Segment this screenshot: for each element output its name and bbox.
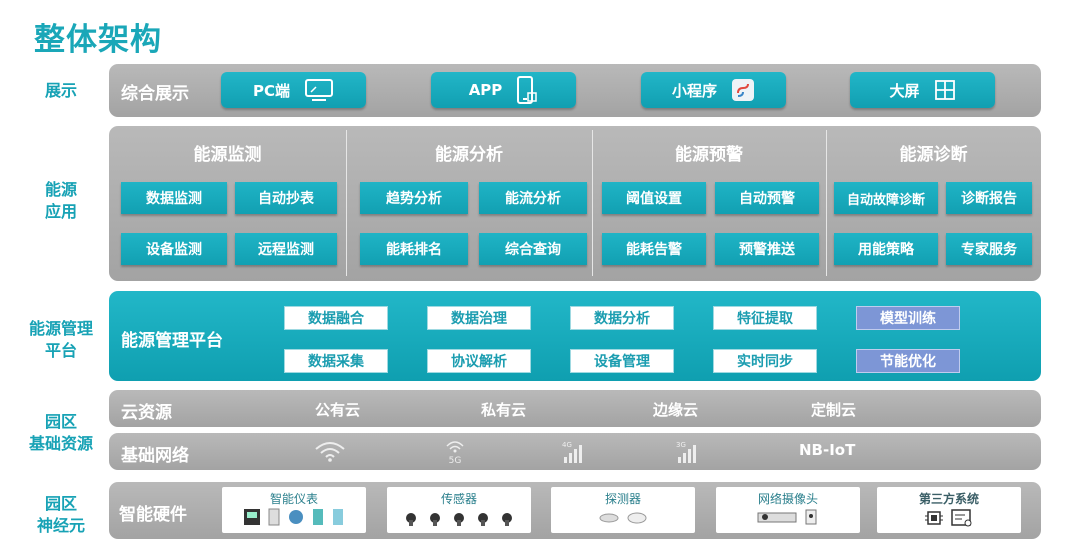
side-label-application: 能源 应用 (44, 180, 77, 221)
app-label: APP (468, 81, 503, 99)
app-item[interactable]: 阈值设置 (602, 182, 706, 214)
cloud-item: 边缘云 (653, 401, 699, 419)
app-item[interactable]: 趋势分析 (360, 182, 468, 214)
app-item[interactable]: 能耗排名 (360, 233, 468, 265)
app-item[interactable]: 自动故障诊断 (834, 182, 938, 214)
cloud-item: 定制云 (811, 401, 857, 419)
app-column-title: 能源监测 (193, 145, 262, 165)
camera-device-icons (716, 508, 860, 526)
side-label-infrastructure: 园区 基础资源 (28, 412, 93, 453)
column-divider (346, 130, 347, 276)
platform-item[interactable]: 数据治理 (427, 306, 531, 330)
hardware-card-title: 探测器 (604, 492, 641, 506)
platform-item[interactable]: 数据分析 (570, 306, 674, 330)
hardware-card-camera[interactable]: 网络摄像头 (716, 487, 860, 533)
app-button[interactable]: APP (431, 72, 576, 108)
3g-signal-icon: 3G (674, 439, 698, 469)
hardware-card-third-party[interactable]: 第三方系统 (877, 487, 1021, 533)
chip-icon (877, 508, 1021, 528)
platform-item[interactable]: 数据融合 (284, 306, 388, 330)
column-divider (826, 130, 827, 276)
hardware-card-meter[interactable]: 智能仪表 (222, 487, 366, 533)
side-label-nerve: 园区 神经元 (36, 494, 85, 535)
svg-text:5G: 5G (449, 456, 462, 465)
platform-item[interactable]: 实时同步 (713, 349, 817, 373)
app-item[interactable]: 专家服务 (946, 233, 1032, 265)
app-column-diagnosis: 能源诊断 自动故障诊断 诊断报告 用能策略 专家服务 (826, 126, 1041, 280)
app-column-title: 能源诊断 (899, 145, 968, 165)
cloud-band-label: 云资源 (121, 403, 172, 423)
platform-item[interactable]: 特征提取 (713, 306, 817, 330)
wifi-icon (314, 441, 346, 467)
cloud-band: 云资源 公有云 私有云 边缘云 定制云 (109, 390, 1041, 427)
network-band: 基础网络 5G 4G 3G NB-IoT (109, 433, 1041, 470)
hardware-card-title: 网络摄像头 (757, 492, 818, 506)
app-column-warning: 能源预警 阈值设置 自动预警 能耗告警 预警推送 (592, 126, 826, 280)
platform-item[interactable]: 数据采集 (284, 349, 388, 373)
app-item[interactable]: 能耗告警 (602, 233, 706, 265)
app-item[interactable]: 远程监测 (235, 233, 337, 265)
mini-program-label: 小程序 (671, 81, 717, 100)
app-column-analysis: 能源分析 趋势分析 能流分析 能耗排名 综合查询 (346, 126, 592, 280)
hardware-card-title: 传感器 (440, 492, 477, 506)
column-divider (592, 130, 593, 276)
platform-item-highlighted[interactable]: 节能优化 (856, 349, 960, 373)
hardware-band: 智能硬件 智能仪表 传感器 探测器 网络摄像头 (109, 482, 1041, 539)
hardware-card-title: 第三方系统 (918, 492, 979, 506)
cloud-item: 公有云 (315, 401, 361, 419)
big-screen-button[interactable]: 大屏 (850, 72, 995, 108)
5g-icon: 5G (443, 437, 467, 469)
network-band-label: 基础网络 (121, 446, 189, 466)
app-column-monitoring: 能源监测 数据监测 自动抄表 设备监测 远程监测 (109, 126, 346, 280)
side-label-platform: 能源管理 平台 (28, 319, 93, 360)
hardware-card-sensor[interactable]: 传感器 (387, 487, 531, 533)
pc-button[interactable]: PC端 (221, 72, 366, 108)
page-title: 整体架构 (34, 22, 162, 58)
hardware-card-title: 智能仪表 (269, 492, 318, 506)
cloud-item: 私有云 (481, 401, 527, 419)
big-screen-label: 大屏 (889, 81, 920, 100)
app-item[interactable]: 设备监测 (121, 233, 227, 265)
platform-band-label: 能源管理平台 (121, 331, 223, 351)
application-band: 能源监测 数据监测 自动抄表 设备监测 远程监测 能源分析 趋势分析 能流分析 … (109, 126, 1041, 281)
svg-text:4G: 4G (562, 441, 572, 449)
app-item[interactable]: 数据监测 (121, 182, 227, 214)
display-band-label: 综合展示 (121, 84, 189, 104)
monitor-icon (304, 78, 334, 102)
pc-label: PC端 (252, 81, 290, 100)
app-column-title: 能源分析 (435, 145, 503, 165)
app-item[interactable]: 预警推送 (715, 233, 819, 265)
hardware-band-label: 智能硬件 (119, 505, 187, 525)
grid-screen-icon (934, 79, 956, 101)
meter-device-icons (222, 508, 366, 526)
4g-signal-icon: 4G (560, 439, 584, 469)
hardware-card-detector[interactable]: 探测器 (551, 487, 695, 533)
app-item[interactable]: 综合查询 (479, 233, 587, 265)
app-item[interactable]: 诊断报告 (946, 182, 1032, 214)
sensor-device-icons (387, 508, 531, 526)
side-label-display: 展示 (44, 81, 77, 100)
mini-program-icon (731, 78, 755, 102)
platform-item[interactable]: 设备管理 (570, 349, 674, 373)
nb-iot-label: NB-IoT (799, 441, 856, 459)
app-item[interactable]: 自动抄表 (235, 182, 337, 214)
mobile-phone-icon (516, 75, 538, 105)
app-item[interactable]: 自动预警 (715, 182, 819, 214)
platform-item[interactable]: 协议解析 (427, 349, 531, 373)
mini-program-button[interactable]: 小程序 (641, 72, 786, 108)
svg-text:3G: 3G (676, 441, 686, 449)
app-item[interactable]: 能流分析 (479, 182, 587, 214)
app-item[interactable]: 用能策略 (834, 233, 938, 265)
display-band: 综合展示 PC端 APP 小程序 大屏 (109, 64, 1041, 117)
platform-item-highlighted[interactable]: 模型训练 (856, 306, 960, 330)
detector-device-icons (551, 508, 695, 526)
platform-band: 能源管理平台 数据融合 数据治理 数据分析 特征提取 模型训练 数据采集 协议解… (109, 291, 1041, 381)
app-column-title: 能源预警 (675, 145, 743, 165)
